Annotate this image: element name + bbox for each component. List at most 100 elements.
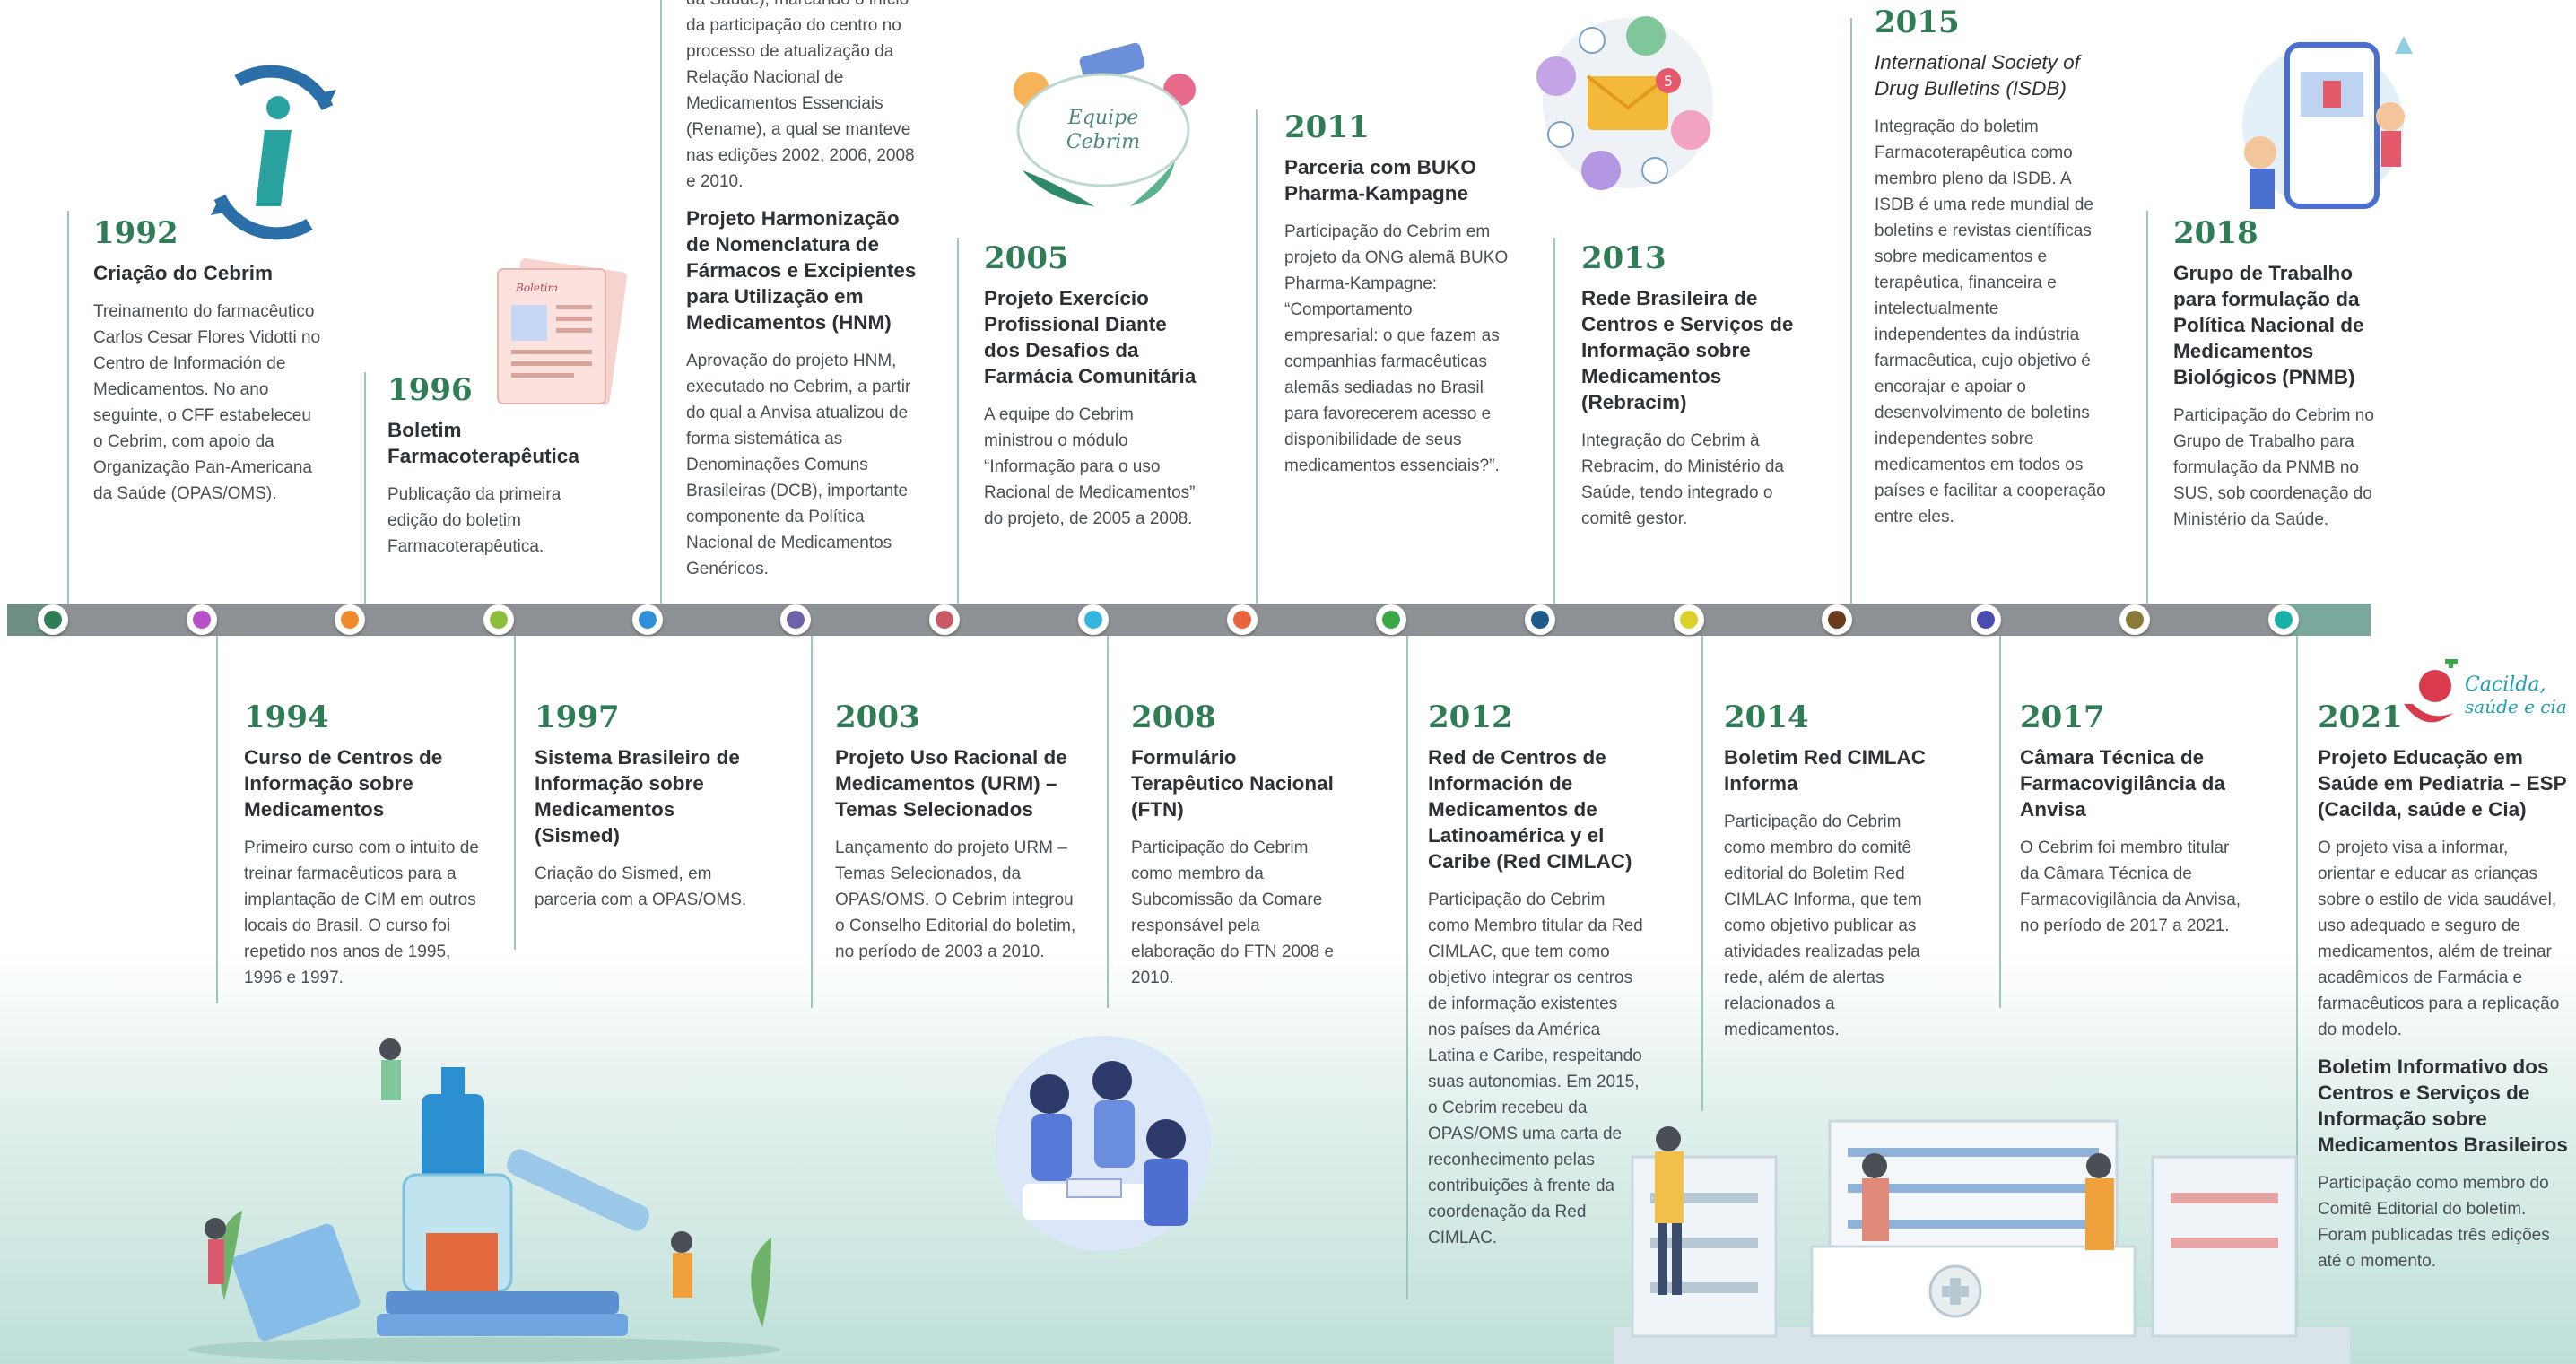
entry-title: Sistema Brasileiro de Informação sobre M… bbox=[535, 746, 740, 847]
timeline-marker bbox=[2119, 604, 2150, 635]
timeline-entry-1996: 1996 Boletim Farmacoterapêutica Publicaç… bbox=[387, 372, 603, 570]
notification-count: 5 bbox=[1664, 73, 1673, 90]
entry-year: 1997 bbox=[535, 699, 620, 735]
timeline-marker-dot bbox=[1828, 611, 1846, 629]
connector-line bbox=[1701, 636, 1703, 1111]
timeline-marker bbox=[483, 604, 514, 635]
timeline-marker bbox=[187, 604, 217, 635]
connector-line bbox=[1999, 636, 2001, 1008]
entry-year: 2018 bbox=[2173, 215, 2258, 251]
entry-year: 1996 bbox=[387, 372, 473, 408]
entry-title: Red de Centros de Información de Medicam… bbox=[1428, 746, 1632, 873]
connector-line bbox=[1256, 109, 1258, 605]
timeline-marker bbox=[1971, 604, 2001, 635]
connector-line bbox=[514, 636, 516, 950]
connector-line bbox=[67, 211, 69, 605]
info-icon bbox=[202, 54, 345, 251]
entry-year: 2012 bbox=[1428, 699, 1513, 735]
entry-description: O Cebrim foi membro titular da Câmara Té… bbox=[2020, 838, 2241, 935]
timeline-marker bbox=[1822, 604, 1852, 635]
timeline-marker-dot bbox=[2275, 611, 2293, 629]
entry-title: Projeto Educação em Saúde em Pediatria –… bbox=[2318, 746, 2567, 821]
entry-description: Participação do Cebrim como membro da Su… bbox=[1131, 838, 1335, 987]
timeline-marker bbox=[632, 604, 663, 635]
entry-title: Rede Brasileira de Centros e Serviços de… bbox=[1581, 287, 1794, 413]
pharmacy-counter-illustration bbox=[1614, 1112, 2350, 1364]
entry-year: 2021 bbox=[2318, 699, 2403, 735]
connector-line bbox=[2146, 211, 2148, 605]
timeline-marker-dot bbox=[1680, 611, 1698, 629]
timeline-entry-continued: da Saúde), marcando o início da particip… bbox=[686, 0, 924, 593]
connector-line bbox=[1850, 18, 1852, 605]
timeline-marker bbox=[929, 604, 960, 635]
timeline-entry-2017: 2017 Câmara Técnica de Farmacovigilância… bbox=[2020, 699, 2244, 950]
entry-description: Integração do Cebrim à Rebracim, do Mini… bbox=[1581, 431, 1784, 528]
timeline-marker-dot bbox=[787, 611, 805, 629]
newspaper-icon: Boletim bbox=[475, 256, 637, 413]
timeline-entry-2012: 2012 Red de Centros de Información de Me… bbox=[1428, 699, 1648, 1262]
timeline-marker bbox=[1674, 604, 1704, 635]
entry-year: 2003 bbox=[835, 699, 920, 735]
entry-description: Aprovação do projeto HNM, executado no C… bbox=[686, 352, 911, 578]
pharmacist-workers-illustration bbox=[188, 1031, 816, 1364]
timeline-entry-2003: 2003 Projeto Uso Racional de Medicamento… bbox=[835, 699, 1077, 976]
entry-year: 2017 bbox=[2020, 699, 2105, 735]
team-logo-illustration: Equipe Cebrim bbox=[996, 36, 1211, 215]
timeline-bar-end bbox=[2290, 604, 2371, 636]
timeline-marker bbox=[1078, 604, 1109, 635]
timeline-entry-2018: 2018 Grupo de Trabalho para formulação d… bbox=[2173, 215, 2389, 543]
timeline-entry-2005: 2005 Projeto Exercício Profissional Dian… bbox=[984, 240, 1204, 543]
entry-title: Grupo de Trabalho para formulação da Pol… bbox=[2173, 262, 2364, 388]
newspaper-label: Boletim bbox=[515, 282, 558, 294]
entry-title: Boletim Red CIMLAC Informa bbox=[1724, 746, 1926, 795]
entry-year: 1994 bbox=[244, 699, 329, 735]
timeline-marker bbox=[780, 604, 811, 635]
timeline-entry-2014: 2014 Boletim Red CIMLAC Informa Particip… bbox=[1724, 699, 1939, 1054]
entry-title: Boletim Farmacoterapêutica bbox=[387, 419, 579, 467]
timeline-marker-dot bbox=[341, 611, 359, 629]
timeline-marker-dot bbox=[1977, 611, 1995, 629]
entry-title: Projeto Uso Racional de Medicamentos (UR… bbox=[835, 746, 1067, 821]
entry-title: Boletim Informativo dos Centros e Serviç… bbox=[2318, 1056, 2568, 1156]
entry-description: Participação do Cebrim como Membro titul… bbox=[1428, 891, 1643, 1247]
entry-year: 2015 bbox=[1875, 4, 1960, 40]
timeline-marker-dot bbox=[44, 611, 62, 629]
entry-title: Formulário Terapêutico Nacional (FTN) bbox=[1131, 746, 1334, 821]
entry-description: A equipe do Cebrim ministrou o módulo “I… bbox=[984, 405, 1196, 528]
entry-year: 2008 bbox=[1131, 699, 1216, 735]
timeline-entry-2008: 2008 Formulário Terapêutico Nacional (FT… bbox=[1131, 699, 1346, 1002]
timeline-marker-dot bbox=[639, 611, 657, 629]
connector-line bbox=[216, 636, 218, 1003]
entry-description: Participação do Cebrim em projeto da ONG… bbox=[1284, 222, 1509, 475]
cacilda-logo: Cacilda, saúde e cia bbox=[2395, 659, 2574, 744]
entry-title: Projeto Exercício Profissional Diante do… bbox=[984, 287, 1197, 387]
timeline-marker-dot bbox=[1084, 611, 1102, 629]
connector-line bbox=[1553, 238, 1555, 605]
svg-text:saúde e cia: saúde e cia bbox=[2465, 696, 2567, 717]
timeline-marker-dot bbox=[490, 611, 508, 629]
entry-description: da Saúde), marcando o início da particip… bbox=[686, 0, 915, 191]
timeline-marker-dot bbox=[1531, 611, 1549, 629]
timeline-marker-dot bbox=[1382, 611, 1400, 629]
entry-title: Parceria com BUKO Pharma-Kampagne bbox=[1284, 156, 1476, 204]
timeline-marker-dot bbox=[2126, 611, 2144, 629]
connector-line bbox=[1107, 636, 1109, 1008]
entry-title: Curso de Centros de Informação sobre Med… bbox=[244, 746, 443, 821]
connector-line bbox=[660, 0, 662, 605]
timeline-entry-1997: 1997 Sistema Brasileiro de Informação so… bbox=[535, 699, 759, 924]
equipe-label-line2: Cebrim bbox=[1066, 131, 1140, 153]
network-illustration: 5 bbox=[1525, 9, 1731, 197]
entry-description: Participação do Cebrim no Grupo de Traba… bbox=[2173, 406, 2374, 529]
timeline-marker bbox=[1227, 604, 1258, 635]
entry-title: Câmara Técnica de Farmacovigilância da A… bbox=[2020, 746, 2225, 821]
timeline-marker bbox=[38, 604, 68, 635]
connector-line bbox=[957, 238, 959, 605]
entry-title: Criação do Cebrim bbox=[93, 262, 274, 284]
timeline-marker bbox=[335, 604, 365, 635]
timeline-marker bbox=[2268, 604, 2299, 635]
timeline-entry-2021: 2021 Projeto Educação em Saúde em Pediat… bbox=[2318, 699, 2569, 1285]
entry-year: 2005 bbox=[984, 240, 1069, 276]
entry-year: 1992 bbox=[93, 215, 178, 251]
entry-title: Projeto Harmonização de Nomenclatura de … bbox=[686, 207, 917, 334]
